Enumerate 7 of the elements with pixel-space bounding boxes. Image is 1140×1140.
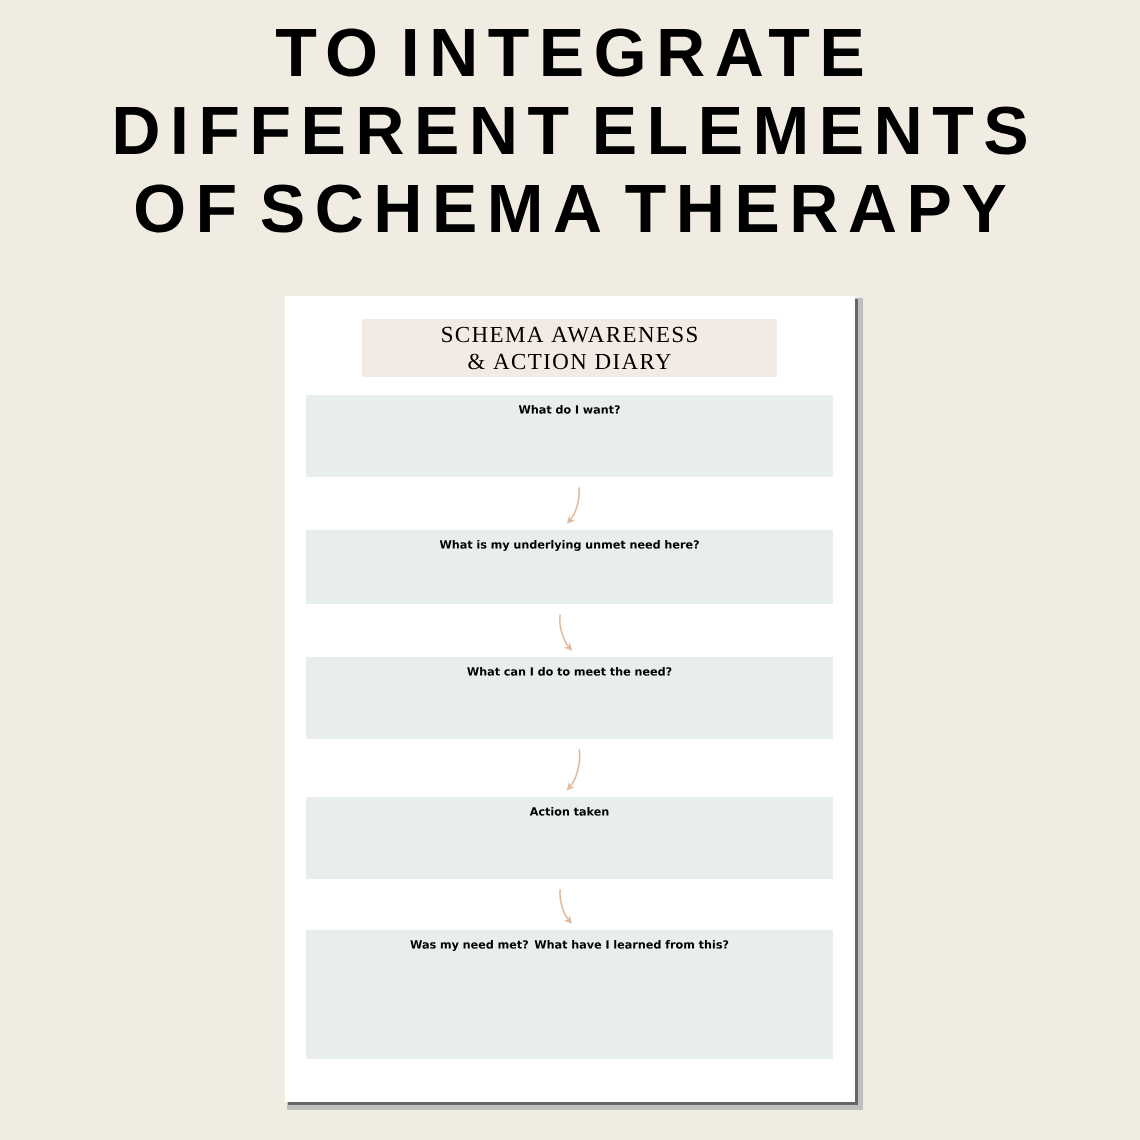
- title: TO INTEGRATE DIFFERENT ELEMENTS OF SCHEMA THERAPY: [115, 28, 1026, 233]
- title-box: SCHEMA AWARENESS & ACTION DIARY: [362, 319, 777, 377]
- answer-box: Action taken: [306, 797, 833, 879]
- answer-box: What do I want?: [306, 395, 833, 477]
- answer-box: What is my underlying unmet need here?: [306, 530, 833, 604]
- answer-box: What can I do to meet the need?: [306, 657, 833, 739]
- answer-box: Was my need met? What have I learned from this?: [306, 930, 833, 1059]
